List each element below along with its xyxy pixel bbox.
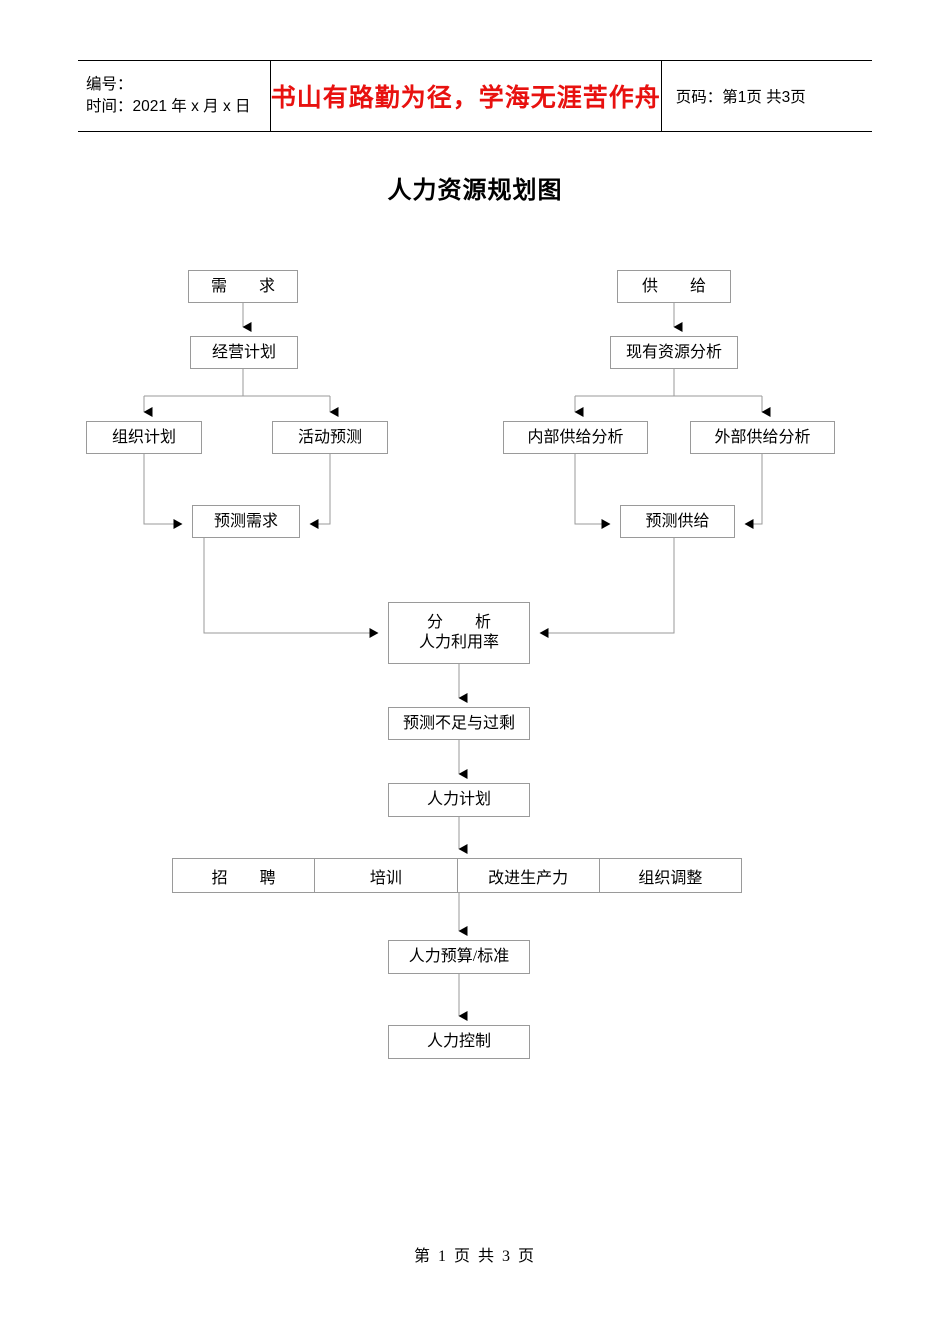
node-forecast-demand-label: 预测需求 [213,512,278,530]
header-label-id: 编号： [86,75,133,93]
edge-org-plan-to-forecast-demand [143,454,183,529]
node-external-supply-analysis[interactable]: 外部供给分析 [690,421,835,454]
node-manpower-control[interactable]: 人力控制 [388,1025,530,1059]
option-cell-recruitment[interactable]: 招 聘 [173,859,316,892]
option-cell-org-adjustment-label: 组织调整 [638,869,703,887]
banner-slogan-text: 书山有路勤为径，学海无涯苦作舟 [270,85,661,112]
node-supply-label: 供 给 [641,277,714,295]
node-demand[interactable]: 需 求 [188,270,298,303]
header-cell-id-time: 编号： 时间：2021 年 x 月 x 日 [78,61,271,131]
node-analysis-label-line1: 分 析 [426,614,499,632]
node-manpower-plan-label: 人力计划 [426,791,491,809]
node-resource-analysis-label: 现有资源分析 [625,343,722,361]
node-analysis-label-line2: 人力利用率 [418,634,499,651]
option-cell-training-label: 培训 [369,869,402,887]
node-resource-analysis[interactable]: 现有资源分析 [610,336,738,369]
option-row: 招 聘 培训 改进生产力 组织调整 [172,858,742,893]
option-cell-org-adjustment[interactable]: 组织调整 [600,859,741,892]
edge-forecast-supply-to-analysis [539,538,675,638]
node-forecast-supply[interactable]: 预测供给 [620,505,735,538]
node-internal-supply-analysis-label: 内部供给分析 [527,428,624,446]
edge-activity-forecast-to-forecast-demand [309,454,331,529]
node-activity-forecast-label: 活动预测 [297,428,362,446]
option-cell-training[interactable]: 培训 [315,859,458,892]
option-cell-productivity-label: 改进生产力 [488,869,569,887]
edge-business-plan-split-trunk [144,369,330,397]
node-gap-forecast[interactable]: 预测不足与过剩 [388,707,530,740]
node-manpower-plan[interactable]: 人力计划 [388,783,530,817]
node-forecast-demand[interactable]: 预测需求 [192,505,300,538]
edge-resource-analysis-split-trunk [575,369,762,397]
node-gap-forecast-label: 预测不足与过剩 [402,714,515,732]
node-business-plan[interactable]: 经营计划 [190,336,298,369]
header-cell-page-code: 页码：第1页 共3页 [662,61,872,131]
node-forecast-supply-label: 预测供给 [645,512,710,530]
node-activity-forecast[interactable]: 活动预测 [272,421,388,454]
header-table: 编号： 时间：2021 年 x 月 x 日 书山有路勤为径，学海无涯苦作舟 页码… [78,60,872,132]
node-internal-supply-analysis[interactable]: 内部供给分析 [503,421,648,454]
edge-external-supply-to-forecast-supply [744,454,763,529]
option-cell-productivity[interactable]: 改进生产力 [458,859,600,892]
edge-internal-supply-to-forecast-supply [574,454,611,529]
node-budget-standard[interactable]: 人力预算/标准 [388,940,530,974]
node-org-plan[interactable]: 组织计划 [86,421,202,454]
header-label-time: 时间：2021 年 x 月 x 日 [86,98,251,115]
node-business-plan-label: 经营计划 [211,343,276,361]
node-org-plan-label: 组织计划 [111,428,176,446]
node-manpower-control-label: 人力控制 [426,1033,491,1051]
option-cell-recruitment-label: 招 聘 [211,869,284,887]
node-external-supply-analysis-label: 外部供给分析 [714,428,811,446]
node-budget-standard-label: 人力预算/标准 [408,948,510,966]
node-analysis[interactable]: 分 析 人力利用率 [388,602,530,664]
node-demand-label: 需 求 [210,277,283,295]
header-page-code-text: 页码：第1页 共3页 [675,89,806,106]
edge-forecast-demand-to-analysis [203,538,379,638]
page-title: 人力资源规划图 [387,178,563,204]
header-cell-banner: 书山有路勤为径，学海无涯苦作舟 [271,61,662,131]
node-supply[interactable]: 供 给 [617,270,731,303]
page-footer-text: 第 1 页 共 3 页 [413,1248,536,1265]
